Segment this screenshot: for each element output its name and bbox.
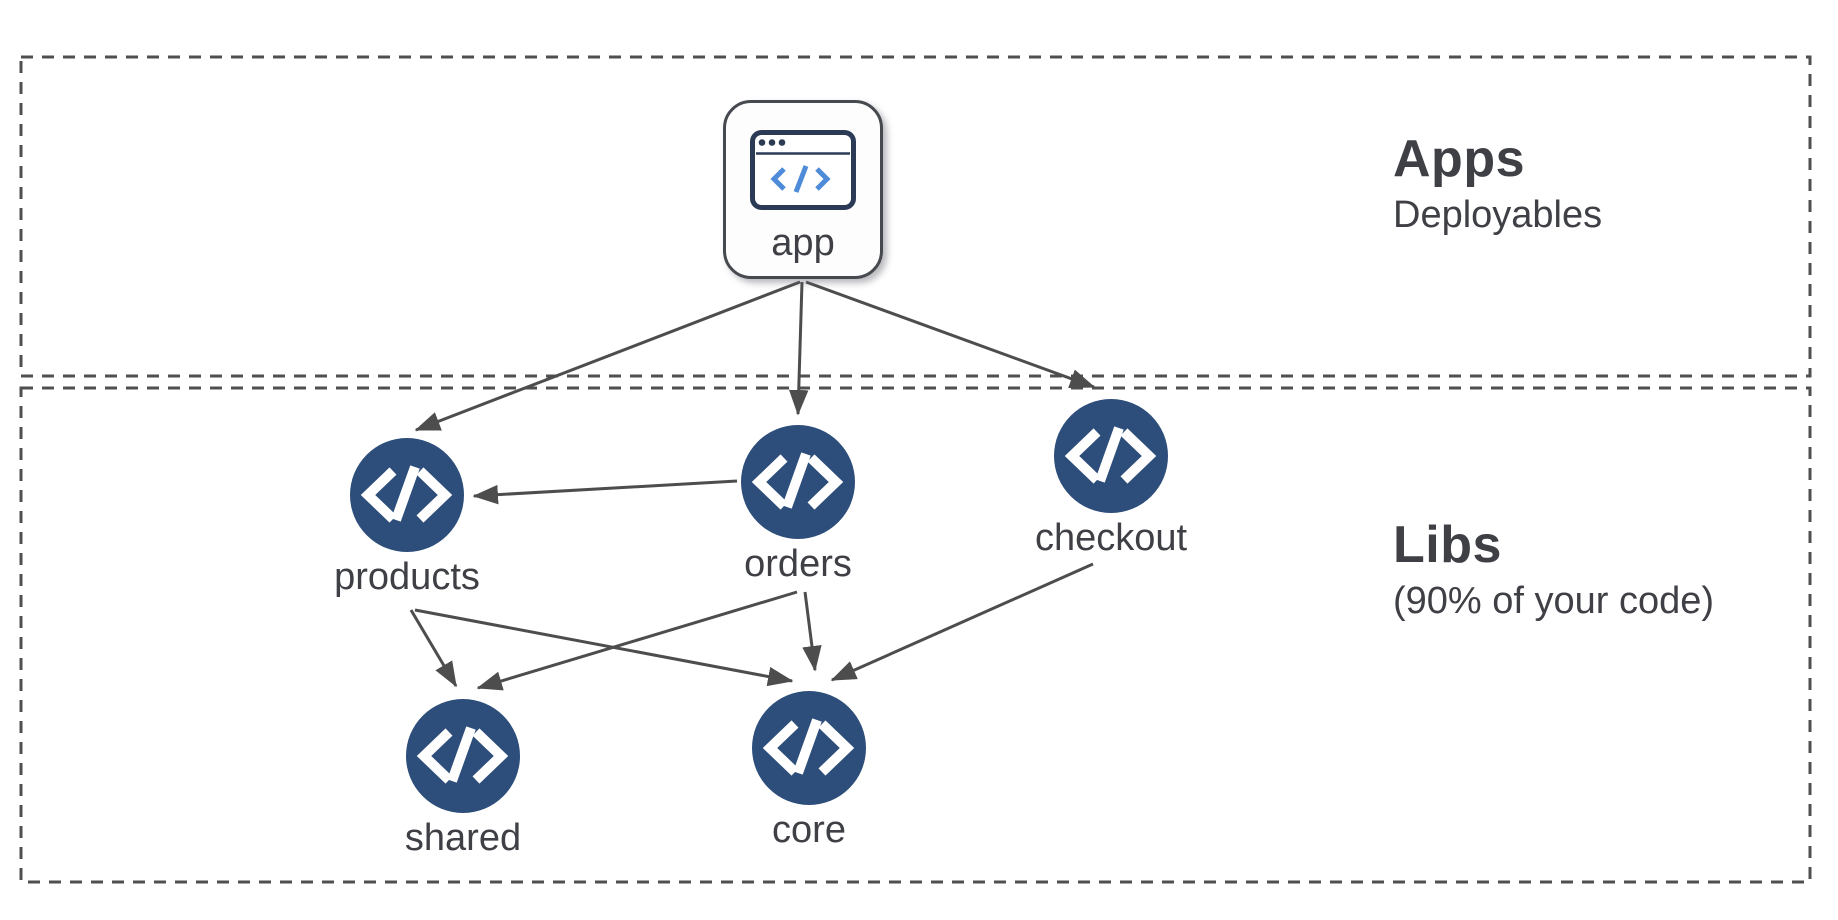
- node-core-label: core: [772, 809, 846, 851]
- libs-section-box: [19, 386, 1812, 884]
- node-app-label: app: [771, 222, 835, 264]
- edge-app-checkout: [805, 280, 1096, 389]
- node-checkout: checkout: [1011, 399, 1211, 562]
- node-orders-label: orders: [744, 543, 852, 585]
- node-products: products: [307, 438, 507, 601]
- edge-app-products: [414, 280, 801, 432]
- code-icon: [741, 425, 855, 539]
- edge-orders-core: [802, 591, 822, 672]
- code-icon: [406, 699, 520, 813]
- edge-products-shared: [409, 609, 458, 688]
- libs-section-label: Libs (90% of your code): [1393, 519, 1714, 625]
- node-checkout-label: checkout: [1034, 517, 1188, 559]
- edge-checkout-core: [830, 562, 1094, 682]
- node-shared-label: shared: [404, 817, 522, 859]
- node-shared: shared: [363, 699, 563, 862]
- node-app: app: [723, 100, 883, 279]
- code-icon: [752, 691, 866, 805]
- apps-section-box: [19, 55, 1812, 378]
- node-products-label: products: [334, 556, 480, 598]
- libs-section-title: Libs: [1393, 516, 1502, 574]
- edge-orders-products: [472, 479, 738, 505]
- code-icon: [350, 438, 464, 552]
- edge-orders-shared: [476, 590, 798, 691]
- libs-section-subtitle: (90% of your code): [1393, 580, 1715, 622]
- browser-code-icon: [750, 130, 856, 215]
- apps-section-subtitle: Deployables: [1393, 194, 1603, 236]
- apps-section-title: Apps: [1393, 130, 1525, 188]
- edge-products-core: [414, 608, 794, 687]
- node-orders: orders: [698, 425, 898, 588]
- node-core: core: [709, 691, 909, 854]
- apps-section-label: Apps Deployables: [1393, 133, 1602, 239]
- code-icon: [1054, 399, 1168, 513]
- edge-app-orders: [788, 281, 809, 416]
